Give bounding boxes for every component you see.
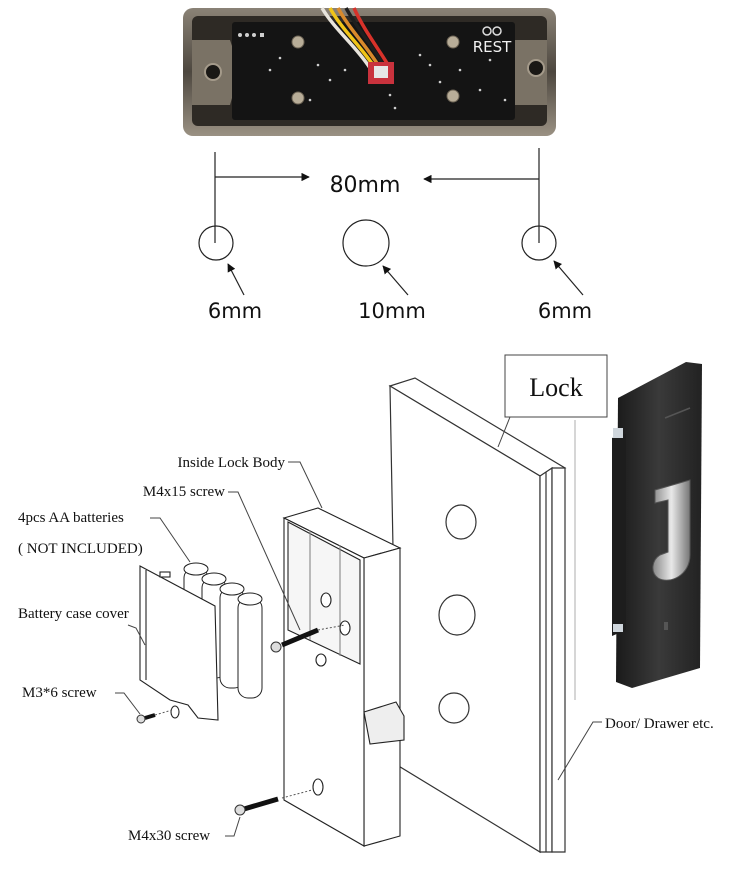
hole-left-label: 6mm [208, 299, 262, 323]
m4x15-screw-label: M4x15 screw [143, 484, 225, 500]
lock-callout-box [504, 354, 608, 418]
hole-center-label: 10mm [358, 299, 426, 323]
m4x30-screw-leader [225, 816, 241, 837]
mount-hole-left [204, 63, 222, 81]
battery-cover-leader [127, 624, 146, 646]
lock-handle [652, 479, 691, 581]
m4x15-screw [270, 624, 346, 653]
mount-hole-right [527, 59, 545, 77]
hole-right-pointer [553, 260, 584, 296]
drill-template [198, 148, 584, 296]
m3x6-screw-label: M3*6 screw [22, 685, 97, 701]
battery-case-cover [139, 565, 219, 721]
m4x30-screw-label: M4x30 screw [128, 828, 210, 844]
mount-ear-right [508, 40, 547, 105]
hole-left-pointer [227, 263, 245, 296]
inside-lock-body [282, 507, 405, 847]
wire-harness [320, 7, 392, 69]
outside-lock [612, 362, 702, 688]
m3x6-screw [136, 709, 173, 724]
spacing-label: 80mm [330, 173, 401, 198]
hole-right [521, 225, 557, 261]
pcb-vias [238, 33, 507, 110]
batteries-label: 4pcs AA batteries [18, 510, 124, 526]
door-leader [557, 721, 602, 781]
inside-lock-body-label: Inside Lock Body [178, 455, 286, 471]
pcb-screws [291, 35, 460, 105]
door-label: Door/ Drawer etc. [605, 716, 714, 732]
batteries-note: ( NOT INCLUDED) [18, 541, 143, 557]
pcb-photo: REST [183, 7, 556, 136]
hole-right-label: 6mm [538, 299, 592, 323]
m4x30-screw [234, 789, 313, 816]
door-panel [388, 377, 576, 854]
hole-center [342, 219, 390, 267]
reset-button-pad [482, 26, 492, 36]
lock-latch [363, 701, 405, 745]
inside-lock-body-leader [288, 461, 323, 509]
door-hole-middle [438, 594, 476, 636]
m3x6-screw-leader [115, 692, 141, 715]
lock-leader [497, 416, 511, 448]
lock-label: Lock [529, 373, 582, 402]
door-hole-top [445, 504, 477, 540]
hole-left [198, 225, 234, 261]
batteries-leader [150, 517, 191, 563]
reset-label: REST [473, 38, 512, 56]
battery-cover-label: Battery case cover [18, 606, 129, 622]
door-hole-bottom [438, 692, 470, 724]
hole-center-pointer [382, 265, 409, 296]
m4x15-screw-leader [228, 491, 301, 631]
